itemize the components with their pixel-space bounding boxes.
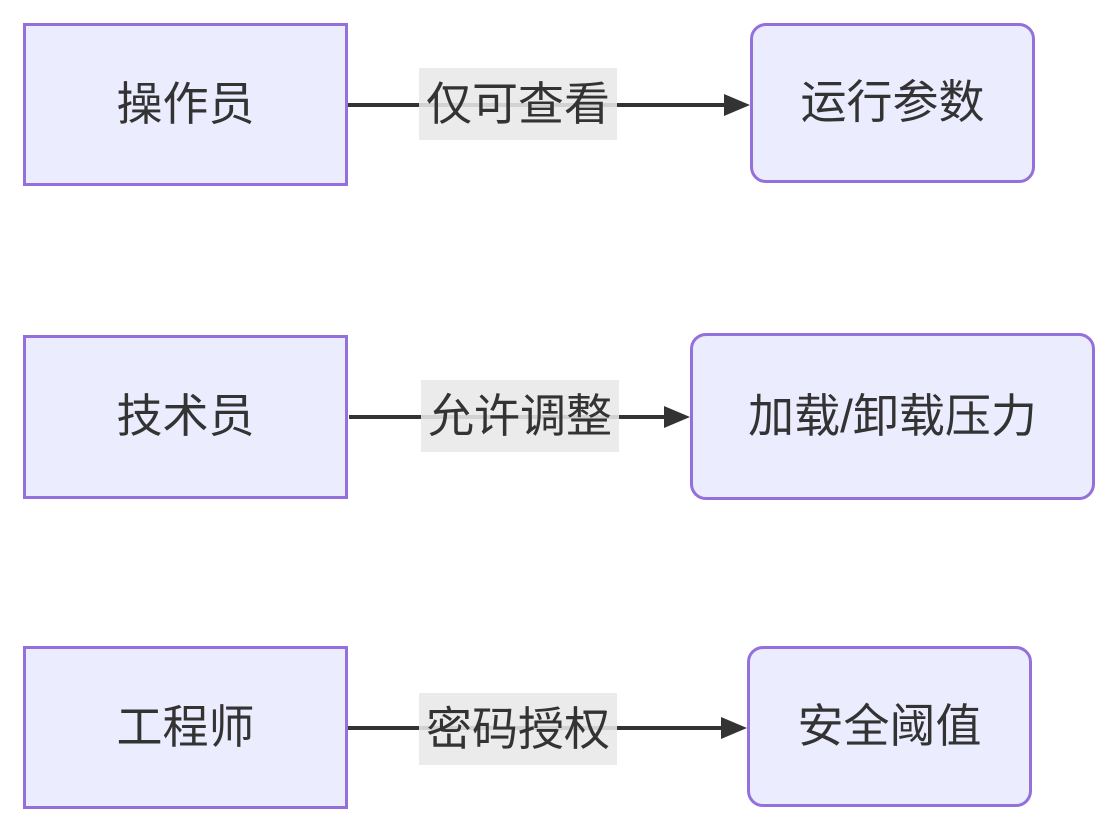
node-run-parameters: 运行参数 (750, 23, 1035, 183)
node-engineer-label: 工程师 (116, 700, 255, 753)
edge-label-view-only: 仅可查看 (419, 68, 617, 140)
node-run-parameters-label: 运行参数 (800, 76, 985, 129)
node-engineer: 工程师 (23, 646, 348, 809)
node-load-unload-pressure-label: 加载/卸载压力 (748, 389, 1037, 442)
node-safety-threshold: 安全阈值 (747, 646, 1032, 807)
arrowhead-icon (724, 94, 750, 116)
node-technician: 技术员 (23, 335, 348, 499)
node-operator-label: 操作员 (116, 77, 255, 130)
node-safety-threshold-label: 安全阈值 (797, 699, 982, 752)
node-technician-label: 技术员 (116, 390, 255, 443)
node-operator: 操作员 (23, 23, 348, 186)
arrowhead-icon (664, 406, 690, 428)
arrowhead-icon (721, 717, 747, 739)
edge-label-password-auth: 密码授权 (419, 693, 617, 765)
edge-label-allow-adjust: 允许调整 (421, 380, 619, 452)
node-load-unload-pressure: 加载/卸载压力 (690, 333, 1095, 500)
